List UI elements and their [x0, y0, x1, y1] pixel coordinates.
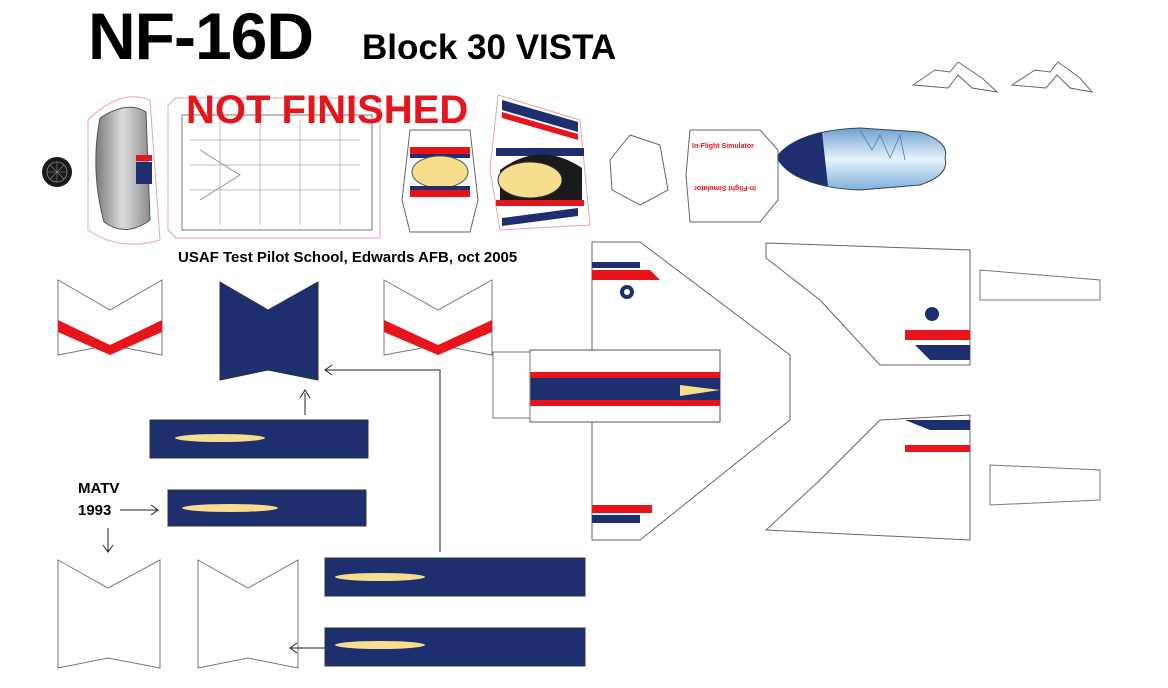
wheel-part: [42, 157, 72, 187]
caption: USAF Test Pilot School, Edwards AFB, oct…: [178, 249, 518, 266]
ventral-strips: [149, 419, 586, 667]
canopy-glass-part: [777, 127, 947, 191]
title-main: NF-16D: [88, 0, 314, 73]
matv-line2: 1993: [78, 502, 112, 519]
in-flight-label: In-Flight Simulator: [692, 143, 754, 150]
forward-fuselage-part: [401, 129, 479, 233]
title-sub: Block 30 VISTA: [362, 28, 617, 67]
intake-upper-part: [489, 94, 591, 231]
matv-label: MATV 1993: [78, 478, 119, 522]
side-views: [764, 242, 1101, 541]
fuselage-strip: [492, 349, 721, 423]
canopy-frame-parts: [911, 61, 1094, 93]
not-finished-stamp: NOT FINISHED: [186, 88, 469, 132]
lower-fuselage-part: [167, 97, 381, 239]
spine-part: In-Flight Simulator In-Flight Simulator: [685, 129, 779, 223]
intake-ring-part: [87, 96, 161, 245]
canopy-bow-part: [609, 134, 669, 206]
arrows: [102, 364, 441, 654]
matv-line1: MATV: [78, 480, 120, 497]
in-flight-label-mirror: In-Flight Simulator: [694, 184, 756, 191]
tail-chevrons: [57, 279, 493, 669]
